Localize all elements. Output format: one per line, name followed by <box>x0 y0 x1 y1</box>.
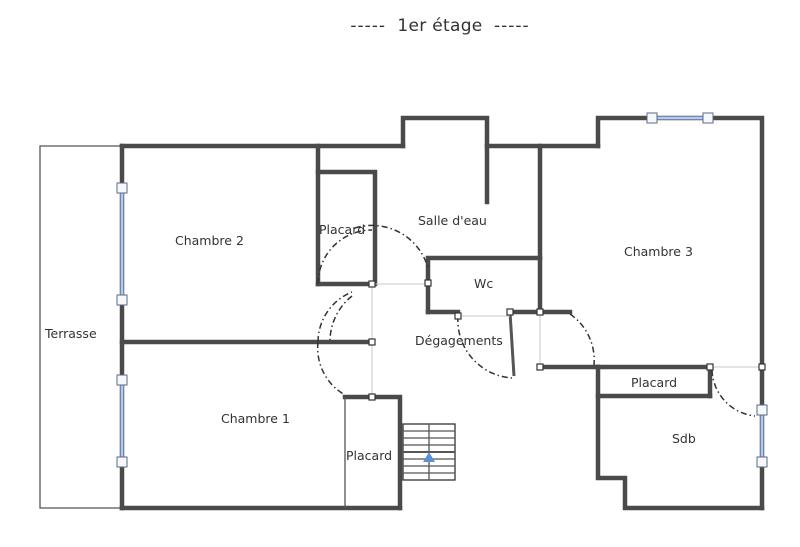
room-label-degagements: Dégagements <box>415 333 503 348</box>
room-label-chambre-2: Chambre 2 <box>175 233 244 248</box>
door-swings <box>316 224 756 417</box>
room-label-terrasse: Terrasse <box>45 326 97 341</box>
room-label-wc: Wc <box>474 276 494 291</box>
door-pivots <box>368 279 766 401</box>
room-label-chambre-1: Chambre 1 <box>221 411 290 426</box>
room-label-placard-chambre-2: Placard <box>319 222 366 237</box>
room-label-placard-chambre-1: Placard <box>346 448 393 463</box>
title-dashes-left: ----- <box>350 16 386 36</box>
room-label-placard-sdb: Placard <box>631 375 678 390</box>
floor-title: ----- 1er étage ----- <box>0 16 800 36</box>
room-label-salle-d-eau: Salle d'eau <box>418 213 487 228</box>
floor-name: 1er étage <box>397 16 483 36</box>
walls <box>119 115 765 511</box>
room-label-sdb: Sdb <box>672 431 696 446</box>
terrasse-outline <box>39 145 122 509</box>
stair-up-arrow-icon <box>423 452 435 462</box>
staircase <box>402 423 456 481</box>
title-dashes-right: ----- <box>494 16 530 36</box>
room-label-chambre-3: Chambre 3 <box>624 244 693 259</box>
windows <box>116 112 768 468</box>
